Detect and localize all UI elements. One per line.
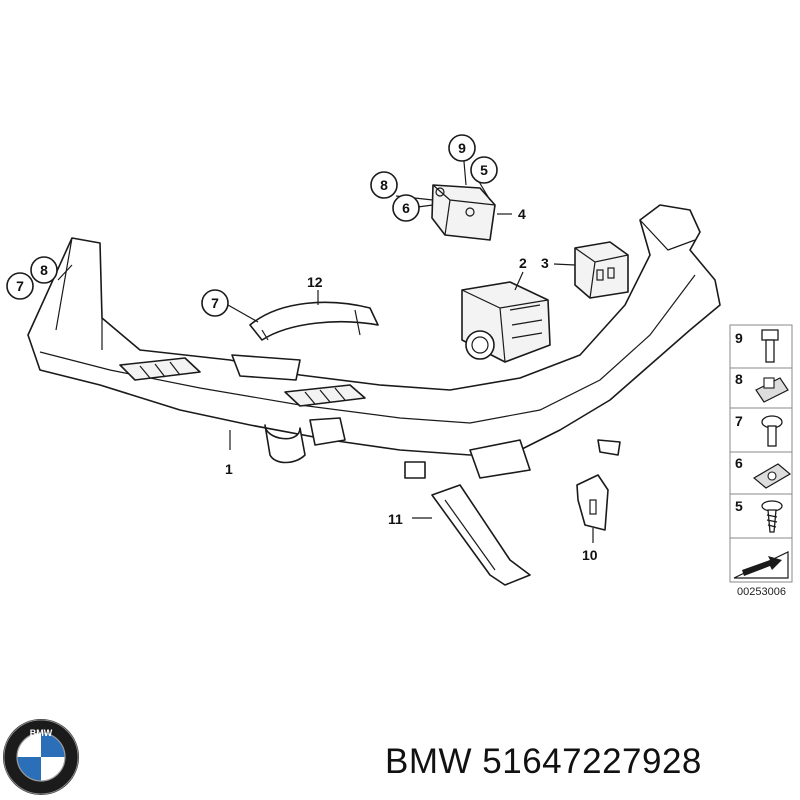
callout-label: 6 [402,200,410,216]
direction-arrow-icon [733,551,789,579]
brand-name: BMW [385,742,473,781]
legend-num-8: 8 [735,371,743,387]
callout-5-top: 5 [470,156,498,184]
callout-label: 5 [480,162,488,178]
callout-8-top: 8 [370,171,398,199]
callout-label: 8 [380,177,388,193]
label-part-11: 11 [388,511,403,527]
small-bracket-part-10 [576,474,609,531]
bracket-plate-part-3 [574,241,629,299]
screw-icon [761,415,783,447]
callout-label: 7 [211,295,219,311]
callout-8-left: 8 [30,256,58,284]
label-part-12: 12 [307,274,323,290]
callout-label: 9 [458,140,466,156]
strap-part-12 [249,301,379,341]
connector-block-part-2 [461,281,551,363]
speed-nut-icon [752,463,792,489]
label-part-10: 10 [582,547,598,563]
legend-num-9: 9 [735,330,743,346]
callout-label: 7 [16,278,24,294]
fastener-legend: 9 8 7 6 5 00253006 [729,324,793,598]
callout-7-left: 7 [6,272,34,300]
callout-label: 8 [40,262,48,278]
reference-code: 00253006 [737,586,786,598]
part-number: 51647227928 [482,742,702,781]
legend-num-5: 5 [735,498,743,514]
support-rail-part-11 [431,484,531,586]
label-part-3: 3 [541,255,549,271]
part-caption: BMW 51647227928 [385,742,702,782]
legend-num-7: 7 [735,413,743,429]
self-tapping-screw-icon [761,500,783,533]
label-part-2: 2 [519,255,527,271]
carrier-bracket-part-1 [27,204,721,479]
legend-num-6: 6 [735,455,743,471]
label-part-4: 4 [518,206,526,222]
label-part-1: 1 [225,461,233,477]
callout-6-top: 6 [392,194,420,222]
clip-nut-icon [755,377,789,403]
mounting-bracket-part-4 [431,184,496,241]
svg-text:BMW: BMW [30,728,53,738]
bmw-logo: BMW [3,719,79,795]
callout-7-strap: 7 [201,289,229,317]
callout-9-top: 9 [448,134,476,162]
bolt-icon [761,329,779,363]
